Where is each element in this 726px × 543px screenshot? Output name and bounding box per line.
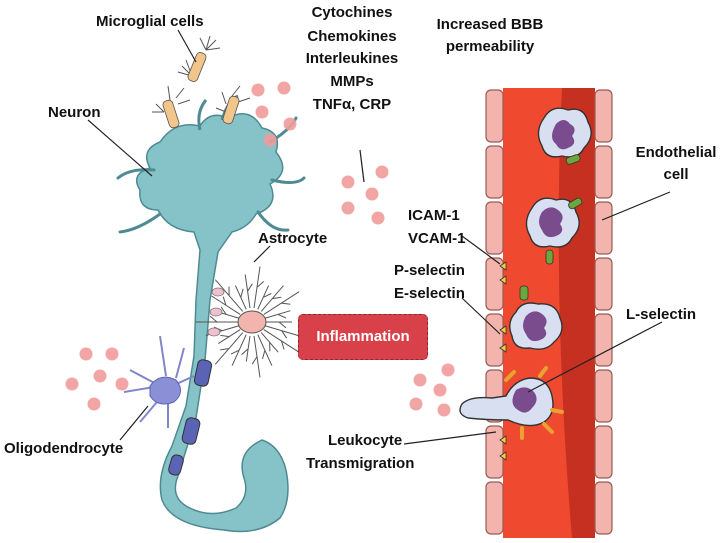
mmps-label: MMPs — [330, 73, 374, 90]
astrocyte-process — [230, 334, 247, 366]
astrocyte-process — [257, 334, 273, 366]
molecule-dot — [371, 211, 385, 225]
molecule-dot — [413, 373, 427, 387]
endothelial-cell — [485, 313, 504, 367]
endothelial-cell — [485, 145, 504, 199]
astrocyte-process — [257, 285, 272, 310]
astrocyte-process — [214, 279, 244, 312]
adhesion-molecule — [519, 285, 529, 301]
bbb-label-line2: permeability — [445, 38, 535, 55]
astrocyte-label: Astrocyte — [258, 230, 328, 247]
molecule-dot — [365, 187, 379, 201]
molecule-dot — [437, 403, 451, 417]
molecule-dot — [341, 201, 355, 215]
molecule-dot — [255, 105, 269, 119]
astrocyte-process — [241, 335, 251, 362]
endothelium-left — [485, 89, 504, 535]
astrocyte-process — [244, 274, 253, 309]
astrocyte-process — [253, 266, 265, 309]
microglia-cells — [152, 35, 251, 129]
astrocyte — [196, 266, 300, 378]
endothelial-label-line2: cell — [663, 166, 689, 183]
astrocyte-process — [263, 291, 300, 315]
endothelial-label-line1: Endothelial — [635, 144, 717, 161]
astrocyte-process — [234, 285, 247, 310]
endothelium-right — [594, 89, 613, 535]
astrocyte-process — [196, 315, 238, 323]
astrocyte-process — [260, 285, 284, 312]
oligodendrocyte — [123, 335, 195, 428]
chemokines-label: Chemokines — [307, 28, 397, 45]
oligodendrocyte-label: Oligodendrocyte — [4, 440, 124, 457]
icam-label: ICAM-1 — [408, 207, 460, 224]
cytokines-label: Cytochines — [311, 4, 393, 21]
transmigrating-leukocyte — [459, 366, 564, 440]
molecule-dot — [263, 133, 277, 147]
astrocyte-process — [265, 310, 291, 319]
transmigration-label: Transmigration — [306, 455, 415, 472]
endothelial-cell — [594, 257, 613, 311]
endothelial-cell — [485, 201, 504, 255]
endothelial-cell — [485, 89, 504, 143]
molecule-dot — [375, 165, 389, 179]
molecule-dot — [87, 397, 101, 411]
l-selectin-label: L-selectin — [626, 306, 697, 323]
molecule-dot — [433, 383, 447, 397]
endothelial-cell — [485, 425, 504, 479]
endothelial-cell — [594, 481, 613, 535]
astrocyte-process — [260, 332, 279, 353]
molecule-dot — [283, 117, 297, 131]
microglial-cells-label: Microglial cells — [96, 13, 204, 30]
bbb-label-line1: Increased BBB — [436, 16, 544, 33]
endothelial-cell — [594, 313, 613, 367]
astrocyte-process — [218, 329, 241, 345]
neuron — [116, 94, 306, 533]
leukocyte-2 — [525, 197, 583, 265]
molecule-dot — [409, 397, 423, 411]
endothelial-cell — [485, 257, 504, 311]
leader-lines — [87, 29, 671, 445]
tnf-crp-label: TNFα, CRP — [312, 96, 392, 113]
endothelial-cell — [594, 369, 613, 423]
astrocyte-process — [251, 335, 261, 378]
inflammation-box: Inflammation — [298, 314, 428, 360]
neuron-label: Neuron — [48, 104, 101, 121]
p-selectin-label: P-selectin — [394, 262, 465, 279]
molecule-dot — [65, 377, 79, 391]
astrocyte-process — [214, 332, 244, 365]
interleukines-label: Interleukines — [305, 50, 399, 67]
cytokine-molecules — [65, 81, 455, 417]
astrocyte-process — [211, 295, 241, 315]
molecule-dot — [93, 369, 107, 383]
endothelial-cell — [485, 481, 504, 535]
leukocyte-label: Leukocyte — [328, 432, 403, 449]
leukocyte-1 — [537, 107, 592, 165]
molecule-dot — [105, 347, 119, 361]
selectin-receptors — [499, 261, 507, 461]
astrocyte-process — [265, 325, 299, 339]
astrocyte-process — [266, 321, 292, 329]
molecule-dot — [251, 83, 265, 97]
vcam-label: VCAM-1 — [408, 230, 466, 247]
molecule-dot — [277, 81, 291, 95]
endothelial-cell — [594, 201, 613, 255]
leukocyte-3 — [509, 302, 563, 350]
astrocyte-process — [263, 329, 300, 353]
molecule-dot — [79, 347, 93, 361]
e-selectin-label: E-selectin — [394, 285, 465, 302]
endothelial-cell — [594, 425, 613, 479]
molecule-dot — [115, 377, 129, 391]
molecule-dot — [341, 175, 355, 189]
endothelial-cell — [594, 89, 613, 143]
molecule-dot — [441, 363, 455, 377]
endothelial-cell — [594, 145, 613, 199]
